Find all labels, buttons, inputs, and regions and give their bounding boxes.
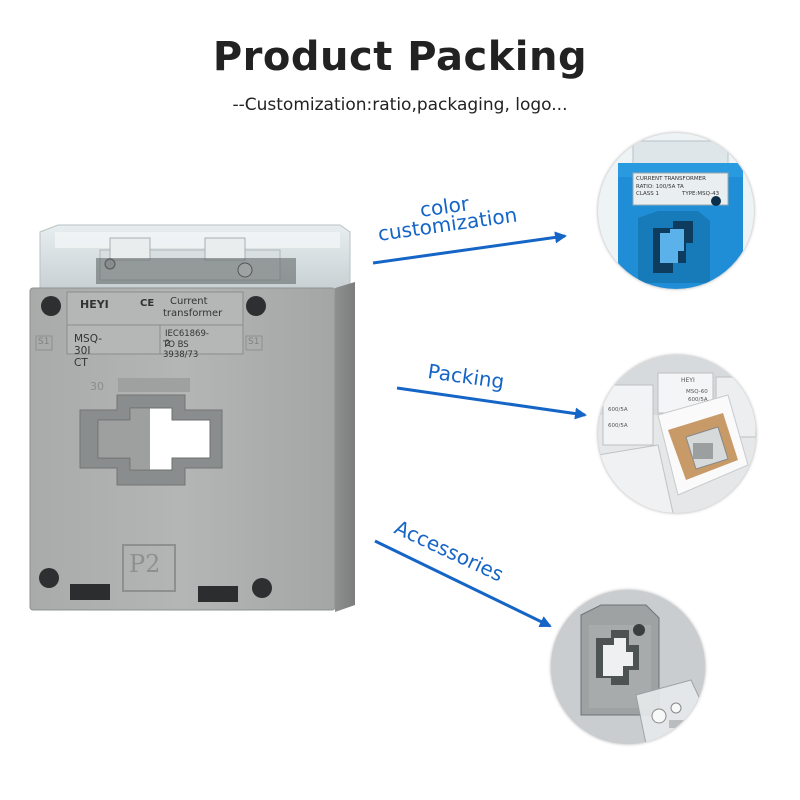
type-label-line1: Current	[170, 296, 208, 307]
page-subtitle: --Customization:ratio,packaging, logo...	[232, 95, 568, 115]
blue-ct-label-2: RATIO: 100/5A TA	[636, 184, 684, 190]
blue-ct-label-3: CLASS 1	[636, 191, 660, 197]
terminal-cover	[39, 224, 351, 293]
brand-logo: HEYI	[80, 298, 109, 311]
arrow-color	[372, 231, 567, 265]
ct-front-face	[29, 287, 336, 611]
packing-box-label-1: MSQ-60	[686, 389, 708, 395]
terminal-p2: P2	[129, 550, 161, 578]
circle-packing-sample: HEYI MSQ-60 600/5A 600/5A 600/5A	[598, 355, 756, 513]
terminal-s1-right: S1	[248, 337, 260, 347]
standard-line1: IEC61869-2	[165, 329, 209, 349]
packing-box-label-2: 600/5A	[688, 397, 708, 403]
ct-side	[335, 282, 355, 612]
type-label-line2: transformer	[163, 308, 223, 319]
aperture-size: 30	[90, 380, 104, 393]
circle-color-sample: CURRENT TRANSFORMER RATIO: 100/5A TA CLA…	[598, 133, 754, 289]
standard-line2: TO BS 3938/73	[163, 340, 199, 360]
arrow-packing	[396, 386, 587, 420]
model-text: MSQ-30I CT	[74, 333, 103, 369]
blue-ct-label-4: TYPE:MSQ-43	[682, 191, 720, 197]
ce-mark: CE	[140, 298, 155, 309]
terminal-s1-left: S1	[38, 337, 50, 347]
arrow-accessories	[374, 539, 552, 628]
packing-brand: HEYI	[681, 377, 695, 384]
packing-box-label-3: 600/5A	[608, 407, 628, 413]
page-title: Product Packing	[212, 34, 588, 80]
blue-ct-label-1: CURRENT TRANSFORMER	[636, 176, 706, 182]
packing-box-label-4: 600/5A	[608, 423, 628, 429]
circle-accessories-sample	[551, 590, 705, 744]
